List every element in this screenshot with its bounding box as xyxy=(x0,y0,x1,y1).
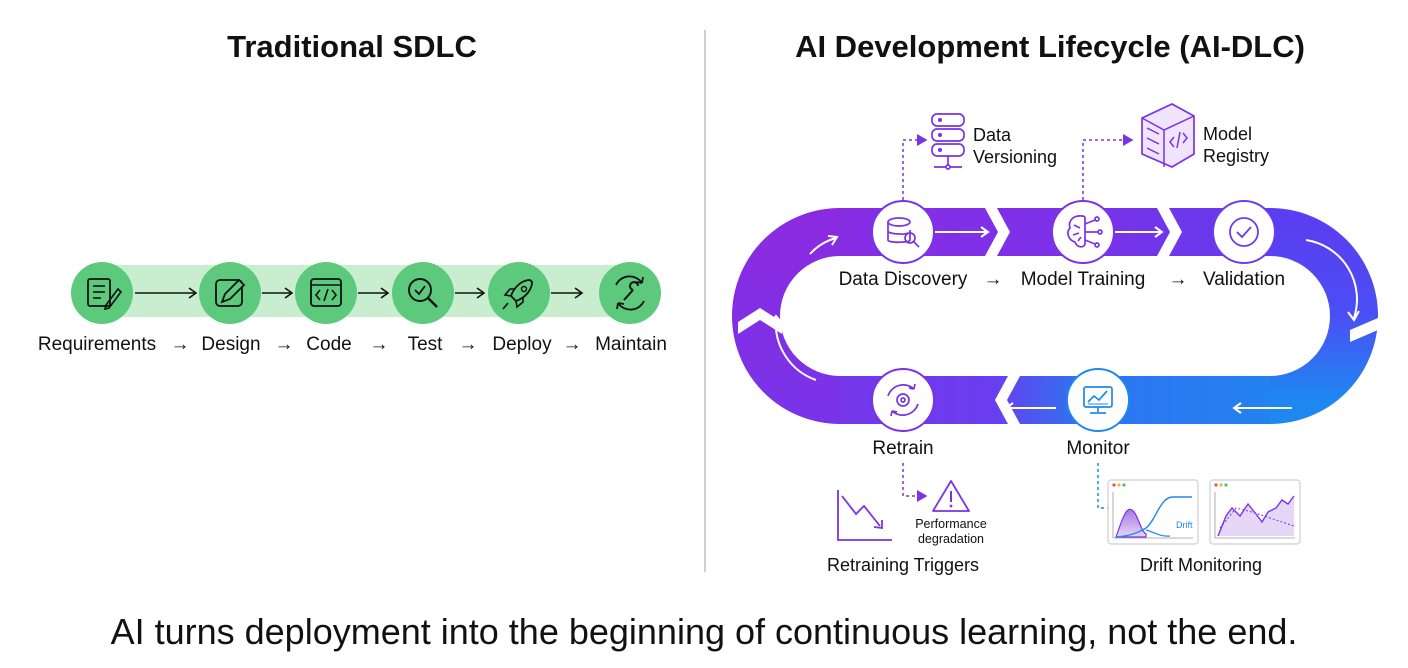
database-search-icon xyxy=(887,217,920,248)
sdlc-arrow-glyph-5: → xyxy=(563,334,582,355)
data-versioning-label-line2: Versioning xyxy=(973,147,1057,167)
declining-chart-icon xyxy=(837,490,892,541)
sdlc-step-label-design: Design xyxy=(201,334,260,355)
sdlc-arrow-glyph-4: → xyxy=(459,334,478,355)
footer-caption: AI turns deployment into the beginning o… xyxy=(111,611,1298,652)
model-registry-callout: Model Registry xyxy=(1082,103,1269,200)
retraining-triggers-label: Retraining Triggers xyxy=(827,555,979,575)
performance-degradation-line1: Performance xyxy=(915,517,987,531)
drift-monitoring-label: Drift Monitoring xyxy=(1140,555,1262,575)
stage-arrow-glyph-1: → xyxy=(984,269,1003,290)
left-panel-title: Traditional SDLC xyxy=(227,29,477,64)
stage-label-model-training: Model Training xyxy=(1021,269,1146,290)
drift-chart-card-1: Drift xyxy=(1107,479,1199,545)
sdlc-step-label-maintain: Maintain xyxy=(595,334,667,355)
brain-network-icon xyxy=(1067,215,1103,248)
wrench-cycle-icon xyxy=(599,262,661,324)
code-window-icon xyxy=(295,262,357,324)
sdlc-flow: Requirements → Design → Code → Test → De… xyxy=(38,262,667,355)
stage-label-validation: Validation xyxy=(1203,269,1285,290)
stage-label-monitor: Monitor xyxy=(1066,438,1130,459)
data-discovery-node xyxy=(871,200,935,264)
server-code-icon xyxy=(1141,103,1195,168)
sdlc-band xyxy=(100,265,640,317)
magnifier-check-icon xyxy=(392,262,454,324)
data-versioning-label-line1: Data xyxy=(973,125,1012,145)
data-versioning-callout: Data Versioning xyxy=(902,113,1057,200)
drift-chart-tag: Drift xyxy=(1176,520,1193,530)
drift-chart-card-2 xyxy=(1209,479,1301,545)
retraining-triggers-callout: Performance degradation Retraining Trigg… xyxy=(827,463,987,575)
check-circle-icon xyxy=(1229,217,1259,247)
drift-monitoring-callout: Drift Drift Monitoring xyxy=(1097,463,1301,575)
validation-node xyxy=(1212,200,1276,264)
model-registry-label-line1: Model xyxy=(1203,124,1252,144)
sdlc-arrow-glyph-1: → xyxy=(171,334,190,355)
sdlc-arrow-glyph-2: → xyxy=(275,334,294,355)
sdlc-arrow-glyph-3: → xyxy=(370,334,389,355)
requirements-checklist-icon xyxy=(71,262,133,324)
performance-degradation-line2: degradation xyxy=(918,532,984,546)
loop-right-segment xyxy=(1269,208,1378,424)
sdlc-step-label-test: Test xyxy=(408,334,444,355)
loop-flow-arrows xyxy=(769,226,1360,414)
model-training-node xyxy=(1051,200,1115,264)
sdlc-step-label-code: Code xyxy=(306,334,351,355)
rocket-icon xyxy=(488,262,550,324)
pencil-icon xyxy=(199,262,261,324)
stage-label-retrain: Retrain xyxy=(872,438,933,459)
sdlc-step-label-requirements: Requirements xyxy=(38,334,156,355)
gear-cycle-icon xyxy=(887,383,919,417)
sdlc-connectors xyxy=(135,287,584,299)
sdlc-step-label-deploy: Deploy xyxy=(492,334,552,355)
ai-dlc-loop: Data Discovery → Model Training → Valida… xyxy=(732,200,1378,459)
database-icon xyxy=(931,113,965,170)
stage-arrow-glyph-2: → xyxy=(1169,269,1188,290)
model-registry-label-line2: Registry xyxy=(1203,146,1269,166)
monitor-node xyxy=(1066,368,1130,432)
retrain-node xyxy=(871,368,935,432)
right-panel-title: AI Development Lifecycle (AI-DLC) xyxy=(795,29,1305,64)
stage-label-data-discovery: Data Discovery xyxy=(839,269,968,290)
loop-chevrons xyxy=(738,208,1378,424)
monitor-chart-icon xyxy=(1083,386,1113,414)
warning-icon xyxy=(932,480,970,512)
